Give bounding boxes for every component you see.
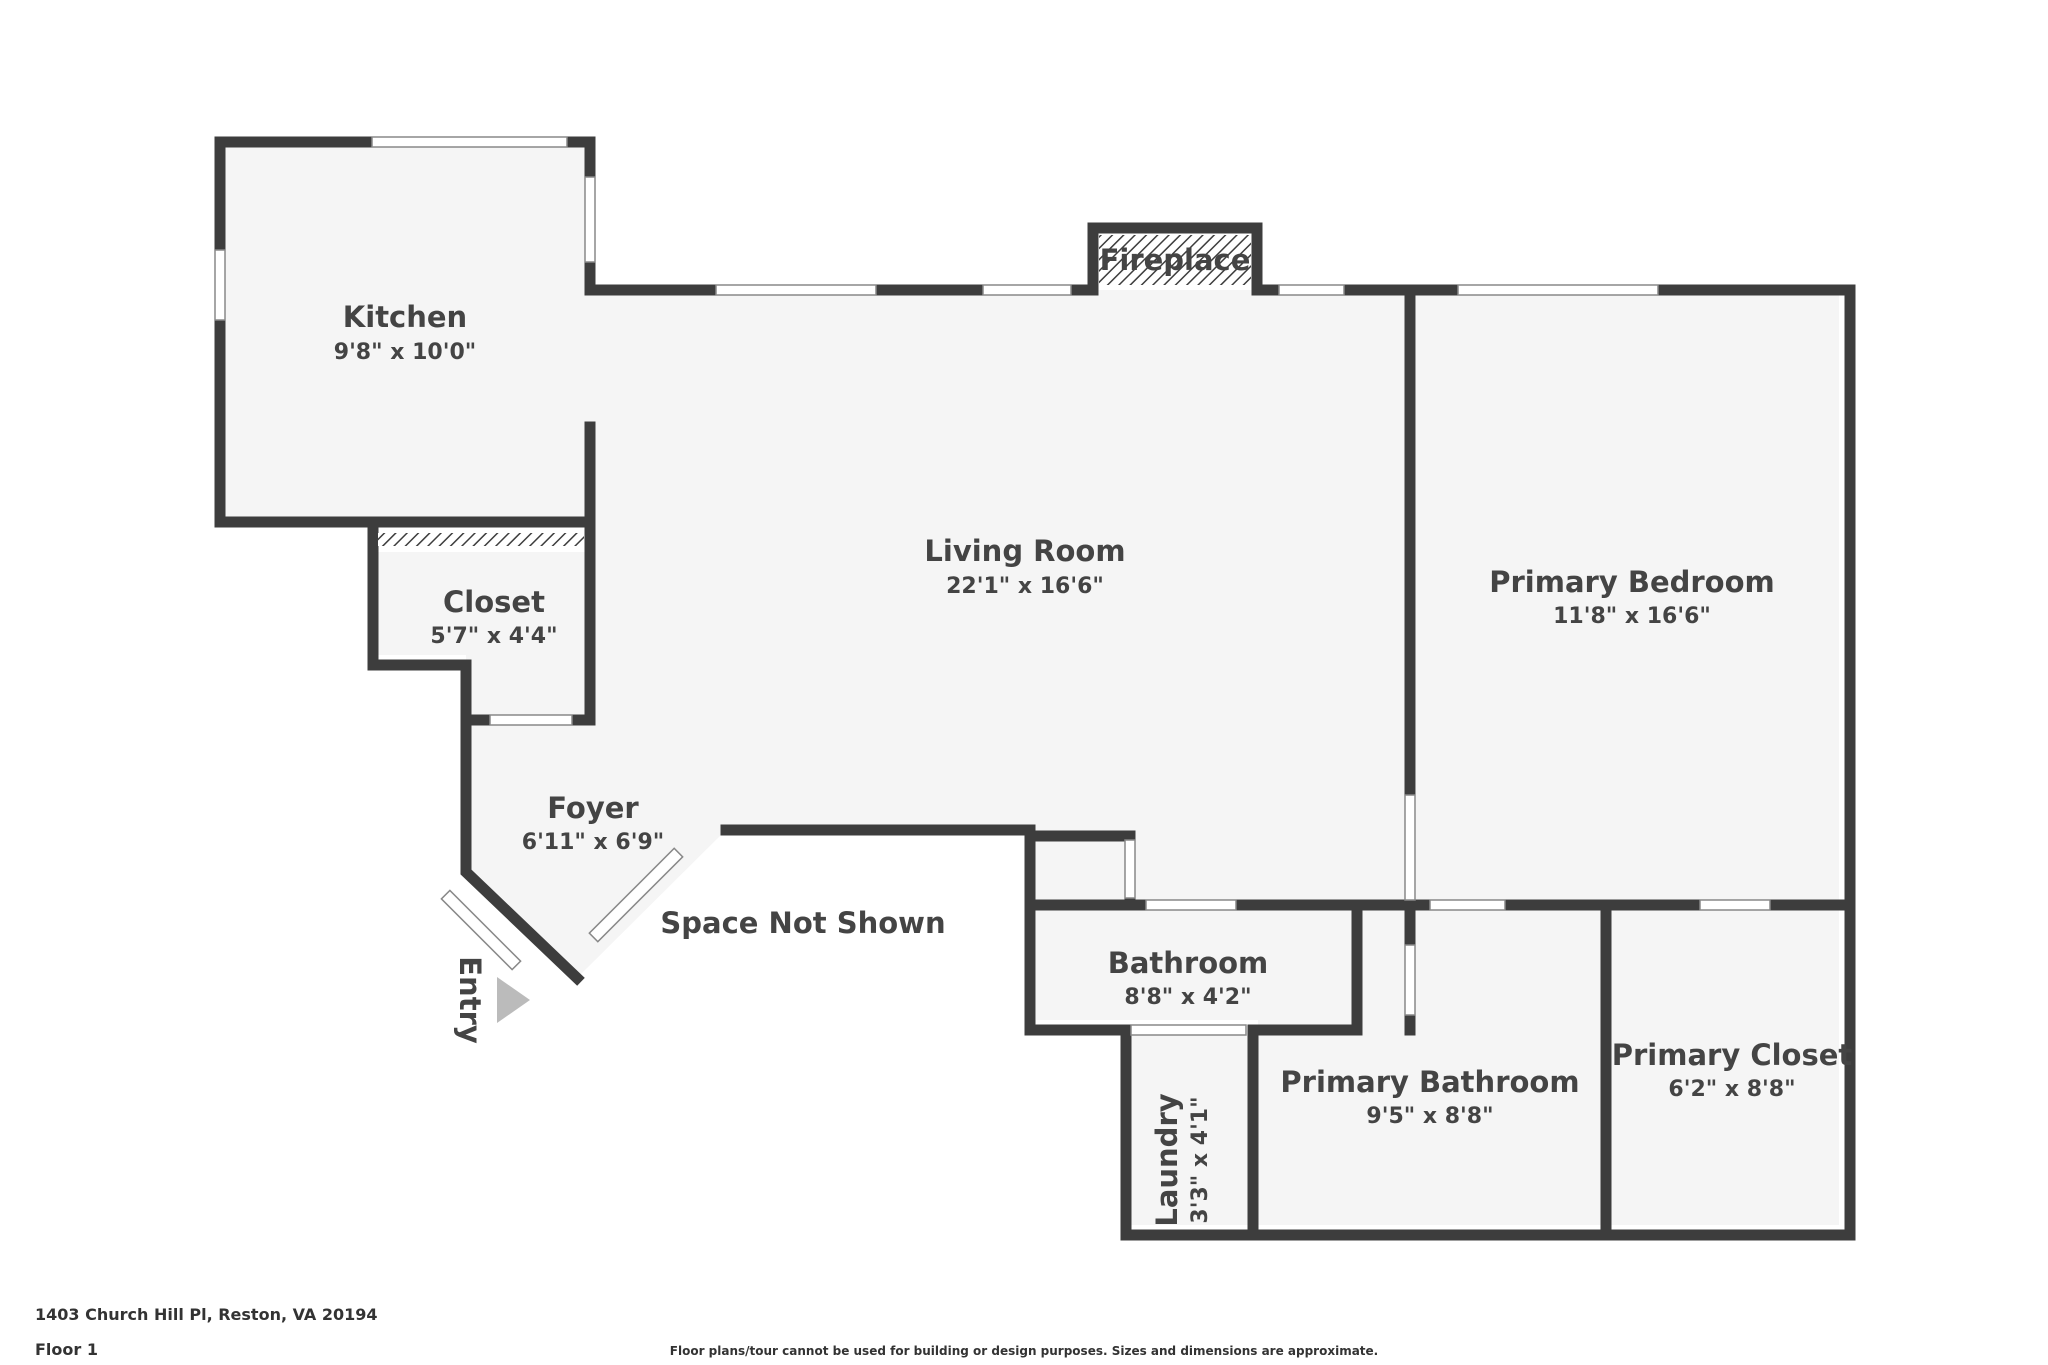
- floor-label: Floor 1: [35, 1340, 98, 1359]
- closet-dims: 5'7" x 4'4": [430, 624, 557, 649]
- laundry-dims: 3'3" x 4'1": [1188, 1096, 1213, 1223]
- primary-bathroom-name: Primary Bathroom: [1280, 1065, 1579, 1099]
- primary-bathroom-dims: 9'5" x 8'8": [1366, 1104, 1493, 1129]
- kitchen-floor: [220, 142, 590, 290]
- bedroom-door: [1404, 794, 1416, 901]
- nook-door: [1124, 839, 1136, 899]
- living-window-1: [715, 284, 877, 296]
- closet-lower-floor: [466, 655, 590, 720]
- foyer-dims: 6'11" x 6'9": [522, 830, 664, 855]
- room-labels: Kitchen 9'8" x 10'0" Living Room 22'1" x…: [334, 243, 1853, 1227]
- primary-closet-name: Primary Closet: [1612, 1038, 1853, 1072]
- nook-side-door: [1404, 944, 1416, 1016]
- space-not-shown-label: Space Not Shown: [660, 906, 945, 940]
- living-foyer-floor: [466, 290, 1405, 978]
- primary-closet-door: [1699, 899, 1771, 911]
- fireplace-label: Fireplace: [1100, 243, 1251, 277]
- bathroom-door: [1145, 899, 1237, 911]
- kitchen-dims: 9'8" x 10'0": [334, 340, 476, 365]
- windows: [214, 136, 1771, 1036]
- laundry-floor: [1126, 1030, 1248, 1225]
- closet-door: [489, 714, 573, 726]
- primary-closet-dims: 6'2" x 8'8": [1668, 1077, 1795, 1102]
- bathroom-name: Bathroom: [1108, 946, 1269, 980]
- laundry-name: Laundry: [1150, 1093, 1184, 1226]
- kitchen-right-window: [584, 176, 596, 263]
- living-window-2: [982, 284, 1072, 296]
- foyer-entry-door: [440, 889, 522, 971]
- living-room-name: Living Room: [924, 534, 1125, 568]
- kitchen-left-window: [214, 249, 226, 321]
- entry-arrow-icon: [497, 977, 530, 1023]
- room-floors: [220, 142, 1839, 1225]
- hall-door: [1429, 899, 1506, 911]
- bathroom-dims: 8'8" x 4'2": [1124, 985, 1251, 1010]
- foyer-name: Foyer: [547, 791, 639, 825]
- primary-bedroom-name: Primary Bedroom: [1489, 565, 1774, 599]
- bedroom-top-window: [1457, 284, 1659, 296]
- living-window-3: [1278, 284, 1345, 296]
- kitchen-top-window: [371, 136, 568, 148]
- closet-shelf: [378, 533, 584, 546]
- laundry-door: [1130, 1024, 1247, 1036]
- closet-name: Closet: [443, 585, 545, 619]
- address-text: 1403 Church Hill Pl, Reston, VA 20194: [35, 1305, 378, 1324]
- primary-bedroom-dims: 11'8" x 16'6": [1553, 604, 1711, 629]
- fireplace-hearth: [1099, 235, 1251, 285]
- kitchen-name: Kitchen: [343, 300, 467, 334]
- closet-floor: [373, 552, 590, 655]
- disclaimer-text: Floor plans/tour cannot be used for buil…: [669, 1344, 1379, 1358]
- primary-bathroom-floor: [1258, 910, 1601, 1225]
- primary-bedroom-floor: [1416, 290, 1839, 900]
- living-room-dims: 22'1" x 16'6": [946, 574, 1104, 599]
- kitchen-lower-floor: [220, 290, 590, 522]
- foyer-window: [588, 847, 684, 943]
- primary-closet-floor: [1611, 910, 1839, 1225]
- entry-label: Entry: [453, 956, 487, 1044]
